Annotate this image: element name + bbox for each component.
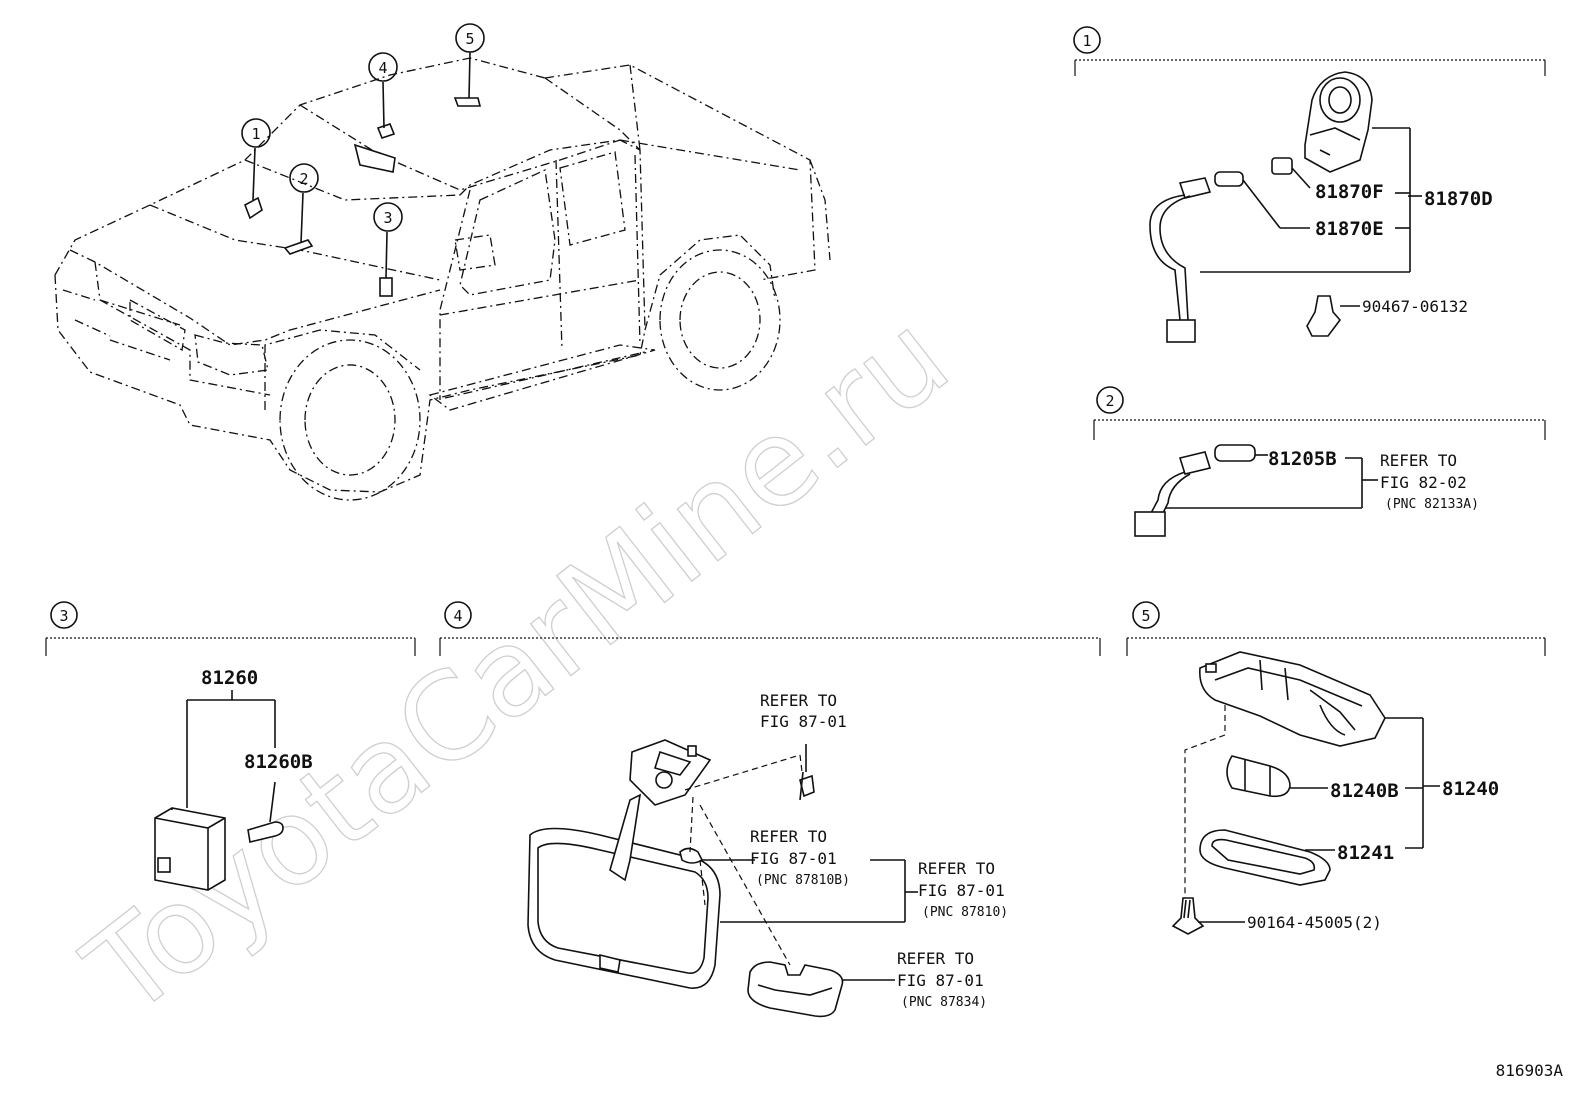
screw	[799, 774, 815, 798]
svg-text:1: 1	[251, 125, 260, 143]
section-4-refer-c-line-2: FIG 87-01	[918, 881, 1005, 900]
section-4-refer-a-line-2: FIG 87-01	[760, 712, 847, 731]
section-3-number: 3	[59, 607, 68, 625]
svg-text:2: 2	[299, 170, 308, 188]
section-4-refer-d-line-3: (PNC 87834)	[901, 995, 987, 1010]
part-81870E: 81870E	[1315, 218, 1384, 240]
locator-3: 3	[373, 202, 403, 232]
locator-4: 4	[368, 52, 398, 82]
lens-81241	[1199, 829, 1331, 886]
section-2-refer-line-3: (PNC 82133A)	[1385, 497, 1479, 512]
section-1: 1 81870F 81870D 81870E 90467-06132	[1073, 26, 1546, 343]
section-2-refer-line-2: FIG 82-02	[1380, 473, 1467, 492]
section-4-refer-b-line-3: (PNC 87810B)	[756, 873, 850, 888]
svg-text:5: 5	[465, 30, 474, 48]
locator-1: 1	[241, 118, 271, 148]
part-81240: 81240	[1442, 778, 1499, 800]
bulb-87810B	[679, 847, 704, 864]
lamp-housing-81240	[1198, 651, 1386, 747]
rear-view-mirror	[527, 827, 721, 989]
clip-90467-06132	[1306, 295, 1342, 337]
locator-2: 2	[289, 163, 319, 193]
bulb-81205B	[1214, 444, 1256, 462]
watermark: ToyotaCarMine.ru	[61, 288, 973, 1044]
lens-87834	[747, 961, 844, 1018]
bulb-81870F	[1271, 157, 1293, 175]
section-2-number: 2	[1105, 392, 1114, 410]
section-4-refer-a-line-1: REFER TO	[760, 691, 837, 710]
bulb-81260B	[247, 821, 284, 843]
truck-illustration	[54, 51, 831, 501]
part-81240B: 81240B	[1330, 780, 1399, 802]
section-5-number: 5	[1141, 607, 1150, 625]
section-4-refer-c-line-1: REFER TO	[918, 859, 995, 878]
figure-code: 816903A	[1496, 1061, 1564, 1080]
section-4-number: 4	[453, 607, 462, 625]
part-81870D: 81870D	[1424, 188, 1493, 210]
part-90164-45005: 90164-45005(2)	[1247, 913, 1382, 932]
section-4-refer-c-line-3: (PNC 87810)	[922, 905, 1008, 920]
section-2-refer-line-1: REFER TO	[1380, 451, 1457, 470]
svg-text:3: 3	[383, 209, 392, 227]
part-81260: 81260	[201, 667, 258, 689]
section-2: 2 81205B REFER TO FIG 82-02 (PNC 82133A)	[1093, 386, 1546, 537]
part-81870F: 81870F	[1315, 181, 1384, 203]
section-4-refer-b-line-1: REFER TO	[750, 827, 827, 846]
section-4-refer-d-line-1: REFER TO	[897, 949, 974, 968]
locator-5: 5	[455, 23, 485, 53]
section-5: 5 81240B 81240 81241 90164-45005(2)	[1126, 601, 1546, 935]
section-4-refer-d-line-2: FIG 87-01	[897, 971, 984, 990]
section-3: 3 81260 81260B	[45, 601, 416, 891]
part-81260B: 81260B	[244, 751, 313, 773]
section-4: 4 REFER TO FI	[439, 601, 1101, 1018]
section-1-number: 1	[1082, 32, 1091, 50]
part-81205B: 81205B	[1268, 448, 1337, 470]
part-81241: 81241	[1337, 842, 1394, 864]
part-90467-06132: 90467-06132	[1362, 297, 1468, 316]
bulb-81240B	[1226, 755, 1291, 798]
section-4-refer-b-line-2: FIG 87-01	[750, 849, 837, 868]
bulb-81870E	[1214, 171, 1244, 187]
svg-text:4: 4	[378, 59, 387, 77]
